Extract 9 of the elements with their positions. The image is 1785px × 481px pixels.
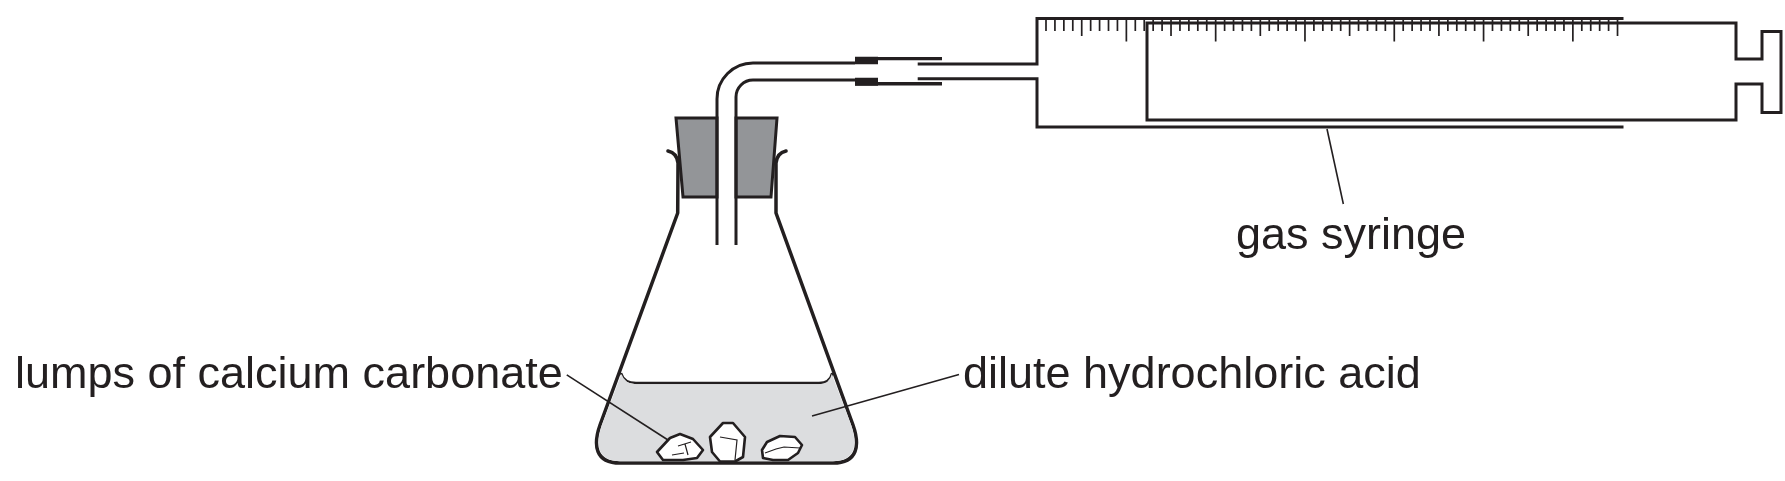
callout-label: lumps of calcium carbonate [15, 347, 563, 399]
lump [655, 432, 705, 462]
leader-line [1326, 128, 1345, 205]
callout-label: gas syringe [1236, 208, 1467, 260]
syringe-drawing [915, 16, 1783, 129]
callout-label: dilute hydrochloric acid [963, 347, 1421, 399]
leader-line [811, 373, 960, 417]
liquid [597, 373, 857, 462]
leader-line [565, 374, 669, 441]
